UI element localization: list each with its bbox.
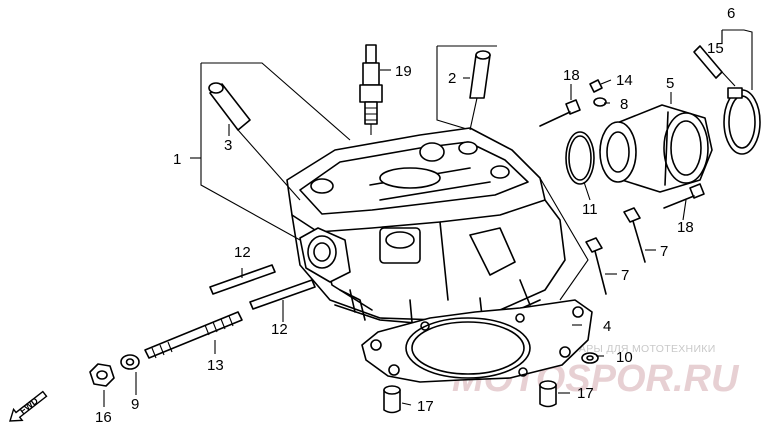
bolt-7-lower <box>585 237 607 295</box>
callout-17-left: 17 <box>417 398 434 415</box>
washer-10 <box>581 352 599 364</box>
rod-12-lower <box>249 279 316 310</box>
callout-3: 3 <box>224 137 232 154</box>
dowel-pin-right <box>539 380 557 408</box>
callout-13: 13 <box>207 357 224 374</box>
callout-12-lower: 12 <box>271 321 288 338</box>
callout-7-upper: 7 <box>660 243 668 260</box>
washer-8 <box>593 97 607 107</box>
dowel-pin-left <box>383 385 401 414</box>
callout-18-lower: 18 <box>677 219 694 236</box>
fwd-arrow: FWD <box>9 390 48 422</box>
tube-2 <box>469 50 491 131</box>
bolt-18-lower <box>663 183 705 209</box>
stud-bolt-13 <box>144 311 243 359</box>
callout-labels: 1 2 3 4 5 6 7 7 8 9 10 11 12 12 13 14 15… <box>95 5 735 426</box>
callout-19: 19 <box>395 63 412 80</box>
callout-10: 10 <box>616 349 633 366</box>
callout-1: 1 <box>173 151 181 168</box>
callout-16: 16 <box>95 409 112 426</box>
rod-12-upper <box>209 264 276 295</box>
callout-17-right: 17 <box>577 385 594 402</box>
callout-6: 6 <box>727 5 735 22</box>
screw-15 <box>693 45 736 87</box>
bolt-7-upper <box>623 207 646 263</box>
nut-16 <box>89 363 115 387</box>
bolt-18-upper <box>539 99 581 127</box>
o-ring-11 <box>565 131 595 185</box>
spark-plug-19 <box>359 44 383 135</box>
head-gasket <box>361 299 593 383</box>
callout-7-lower: 7 <box>621 267 629 284</box>
callout-2: 2 <box>448 70 456 87</box>
leader-lines <box>103 29 753 407</box>
tube-3 <box>208 82 301 201</box>
bracket-part-1 <box>200 45 589 301</box>
fitting-14 <box>589 79 603 93</box>
callout-5: 5 <box>666 75 674 92</box>
intake-insulator-5 <box>599 104 713 193</box>
callout-9: 9 <box>131 396 139 413</box>
callout-8: 8 <box>620 96 628 113</box>
callout-18-upper: 18 <box>563 67 580 84</box>
callout-11: 11 <box>582 201 598 218</box>
callout-15: 15 <box>707 40 724 57</box>
cylinder-head <box>286 127 566 326</box>
washer-9 <box>120 354 140 370</box>
callout-4: 4 <box>603 318 611 335</box>
hose-clamp-6 <box>723 87 761 155</box>
callout-12-upper: 12 <box>234 244 251 261</box>
callout-14: 14 <box>616 72 633 89</box>
